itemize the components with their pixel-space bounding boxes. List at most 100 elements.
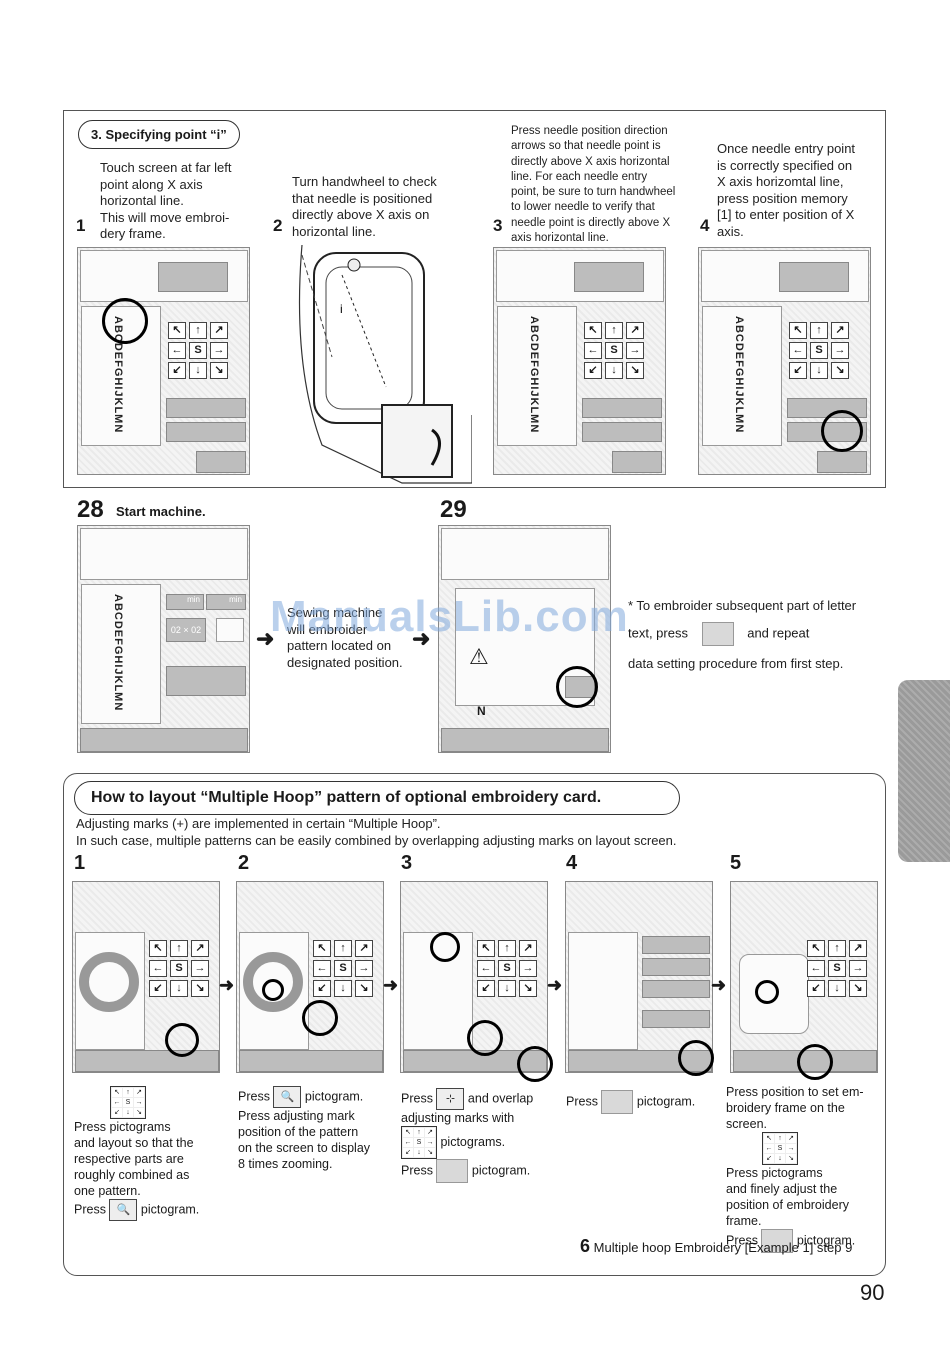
mh-step-3-number: 3 — [401, 852, 413, 874]
time-min-2: min — [206, 594, 246, 610]
mh-5-b: Press — [726, 1166, 758, 1180]
multiple-hoop-intro-1: Adjusting marks (+) are implemented in c… — [76, 816, 441, 831]
mh-2-b: pictogram. Press adjusting mark position… — [238, 1089, 371, 1171]
mh-1-d: pictogram. — [140, 1202, 200, 1217]
mh-step-5-caption: Press position to set em- broidery frame… — [726, 1084, 884, 1253]
mh-screen-5: ↖↑↗ ←S→ ↙↓↘ — [730, 881, 878, 1073]
ok-button-circle — [797, 1044, 833, 1080]
watermark: ManualsLib.com — [270, 592, 629, 641]
step-29-number: 29 — [440, 496, 467, 523]
ok-button-icon — [701, 622, 734, 646]
screen-letters: ABCDEFGHIJKLMN — [112, 594, 124, 712]
mh-5-a: Press position to set em- broidery frame… — [726, 1085, 864, 1131]
mh-3-b: and overlap adjusting marks with — [401, 1091, 534, 1125]
spec-step-1-text: Touch screen at far left point along X a… — [100, 160, 232, 241]
mh-3-d: Press — [401, 1163, 433, 1178]
adjust-mark-circle — [430, 932, 460, 962]
direction-pad: ↖↑↗ ←S→ ↙↓↘ — [168, 322, 228, 379]
mh-screen-1: ↖↑↗ ←S→ ↙↓↘ — [72, 881, 220, 1073]
hoop-icon — [601, 1090, 634, 1114]
note-line-1: * To embroider subsequent part of letter — [628, 598, 857, 613]
spec-step-2-text: Turn handwheel to check that needle is p… — [292, 174, 437, 239]
adjust-button-circle — [467, 1020, 503, 1056]
hoop-button-circle — [678, 1040, 714, 1076]
mh-2-a: Press — [238, 1089, 270, 1104]
pattern-preview — [243, 952, 303, 1012]
mh-5-c: pictograms and finely adjust the positio… — [726, 1166, 849, 1228]
multiple-hoop-section — [63, 773, 886, 1276]
mh-step-2-caption: Press 🔍 pictogram. Press adjusting mark … — [238, 1086, 398, 1172]
time-min: min — [166, 594, 204, 610]
spec-step-4-text: Once needle entry point is correctly spe… — [717, 141, 856, 239]
mh-1-c: Press — [74, 1202, 106, 1217]
confirm-icon — [436, 1159, 469, 1183]
mh-screen-4 — [565, 881, 713, 1073]
mh-5-d: Press — [726, 1233, 758, 1248]
specifying-point-title: 3. Specifying point “i” — [78, 120, 240, 149]
figure-label-i: i — [340, 302, 343, 316]
direction-pad: ↖↑↗ ←S→ ↙↓↘ — [477, 940, 537, 997]
arrow-right-icon: ➜ — [256, 626, 275, 651]
mh-1-b: pictograms and layout so that the respec… — [74, 1120, 194, 1198]
zoom-circle — [165, 1023, 199, 1057]
ok-button-circle — [556, 666, 598, 708]
note-line-2-post: and repeat — [747, 625, 810, 641]
footer-step-text: Multiple hoop Embroidery [Example 1] ste… — [593, 1240, 853, 1255]
screen-icon-label: N — [477, 704, 486, 718]
direction-pad: ↖↑↗ ←S→ ↙↓↘ — [789, 322, 849, 379]
note-line-3: data setting procedure from first step. — [628, 656, 844, 671]
screen-letters: ABCDEFGHIJKLMN — [112, 316, 124, 434]
adjust-mark-icon: ⊹ — [436, 1088, 465, 1110]
mark-circle — [262, 979, 284, 1001]
mh-4-a: Press — [566, 1094, 598, 1109]
spec-screen-4: ABCDEFGHIJKLMN ↖↑↗ ←S→ ↙↓↘ — [698, 247, 871, 475]
arrow-right-icon: ➜ — [219, 975, 235, 995]
screen-letters: ABCDEFGHIJKLMN — [733, 316, 745, 434]
warning-icon: ⚠ — [469, 644, 489, 669]
mh-1-a: Press — [74, 1120, 106, 1134]
frame-position-circle — [755, 980, 779, 1004]
zoom-8x-icon: 🔍 — [273, 1086, 302, 1108]
mh-3-e: pictogram. — [471, 1163, 531, 1178]
mh-4-b: pictogram. — [636, 1094, 696, 1109]
mh-3-a: Press — [401, 1091, 433, 1106]
step-28-screen: ABCDEFGHIJKLMN min min 02 × 02 — [77, 525, 250, 753]
pattern-preview — [79, 952, 139, 1012]
direction-pad-icon: ↖↑↗←S→↙↓↘ — [110, 1086, 146, 1119]
zoom-8x-circle — [302, 1000, 338, 1036]
page-number: 90 — [860, 1280, 885, 1305]
spec-step-3-number: 3 — [493, 216, 503, 235]
handwheel-illustration: i — [298, 245, 472, 484]
spec-step-2-number: 2 — [273, 216, 283, 235]
mh-step-1-number: 1 — [74, 852, 86, 874]
multiple-hoop-intro-2: In such case, multiple patterns can be e… — [76, 833, 677, 848]
direction-pad: ↖↑↗ ←S→ ↙↓↘ — [807, 940, 867, 997]
note-line-2: text, press and repeat — [628, 622, 809, 646]
spec-screen-1: ABCDEFGHIJKLMN ↖↑↗ ←S→ ↙↓↘ — [77, 247, 250, 475]
memory-button-circle — [821, 410, 863, 452]
mh-screen-2: ↖↑↗ ←S→ ↙↓↘ — [236, 881, 384, 1073]
step-29-caption: Sewing machine will embroider pattern lo… — [287, 605, 403, 670]
multiple-hoop-footer: 6 Multiple hoop Embroidery [Example 1] s… — [580, 1236, 852, 1257]
mh-step-4-caption: Press pictogram. — [566, 1090, 726, 1114]
arrow-right-icon: ➜ — [383, 975, 399, 995]
mh-step-3-caption: Press ⊹ and overlap adjusting marks with… — [401, 1088, 561, 1183]
specifying-point-section — [63, 110, 886, 488]
chapter-side-tab — [898, 680, 950, 862]
mh-step-1-caption: ↖↑↗←S→↙↓↘ Press pictograms and layout so… — [74, 1086, 234, 1221]
arrow-right-icon: ➜ — [412, 626, 431, 651]
confirm-button-circle — [517, 1046, 553, 1082]
ok-button-icon — [761, 1229, 794, 1253]
note-line-2-pre: text, press — [628, 625, 688, 641]
arrow-right-icon: ➜ — [547, 975, 563, 995]
multiple-hoop-title: How to layout “Multiple Hoop” pattern of… — [74, 781, 680, 815]
direction-pad: ↖↑↗ ←S→ ↙↓↘ — [149, 940, 209, 997]
direction-pad: ↖↑↗ ←S→ ↙↓↘ — [584, 322, 644, 379]
zoom-icon: 🔍 — [109, 1199, 138, 1221]
step-28-label: Start machine. — [116, 504, 206, 519]
mh-step-5-number: 5 — [730, 852, 742, 874]
direction-pad-icon: ↖↑↗←S→↙↓↘ — [401, 1126, 437, 1159]
step-28-number: 28 — [77, 496, 104, 523]
direction-pad: ↖↑↗ ←S→ ↙↓↘ — [313, 940, 373, 997]
touch-point-circle — [102, 298, 148, 344]
